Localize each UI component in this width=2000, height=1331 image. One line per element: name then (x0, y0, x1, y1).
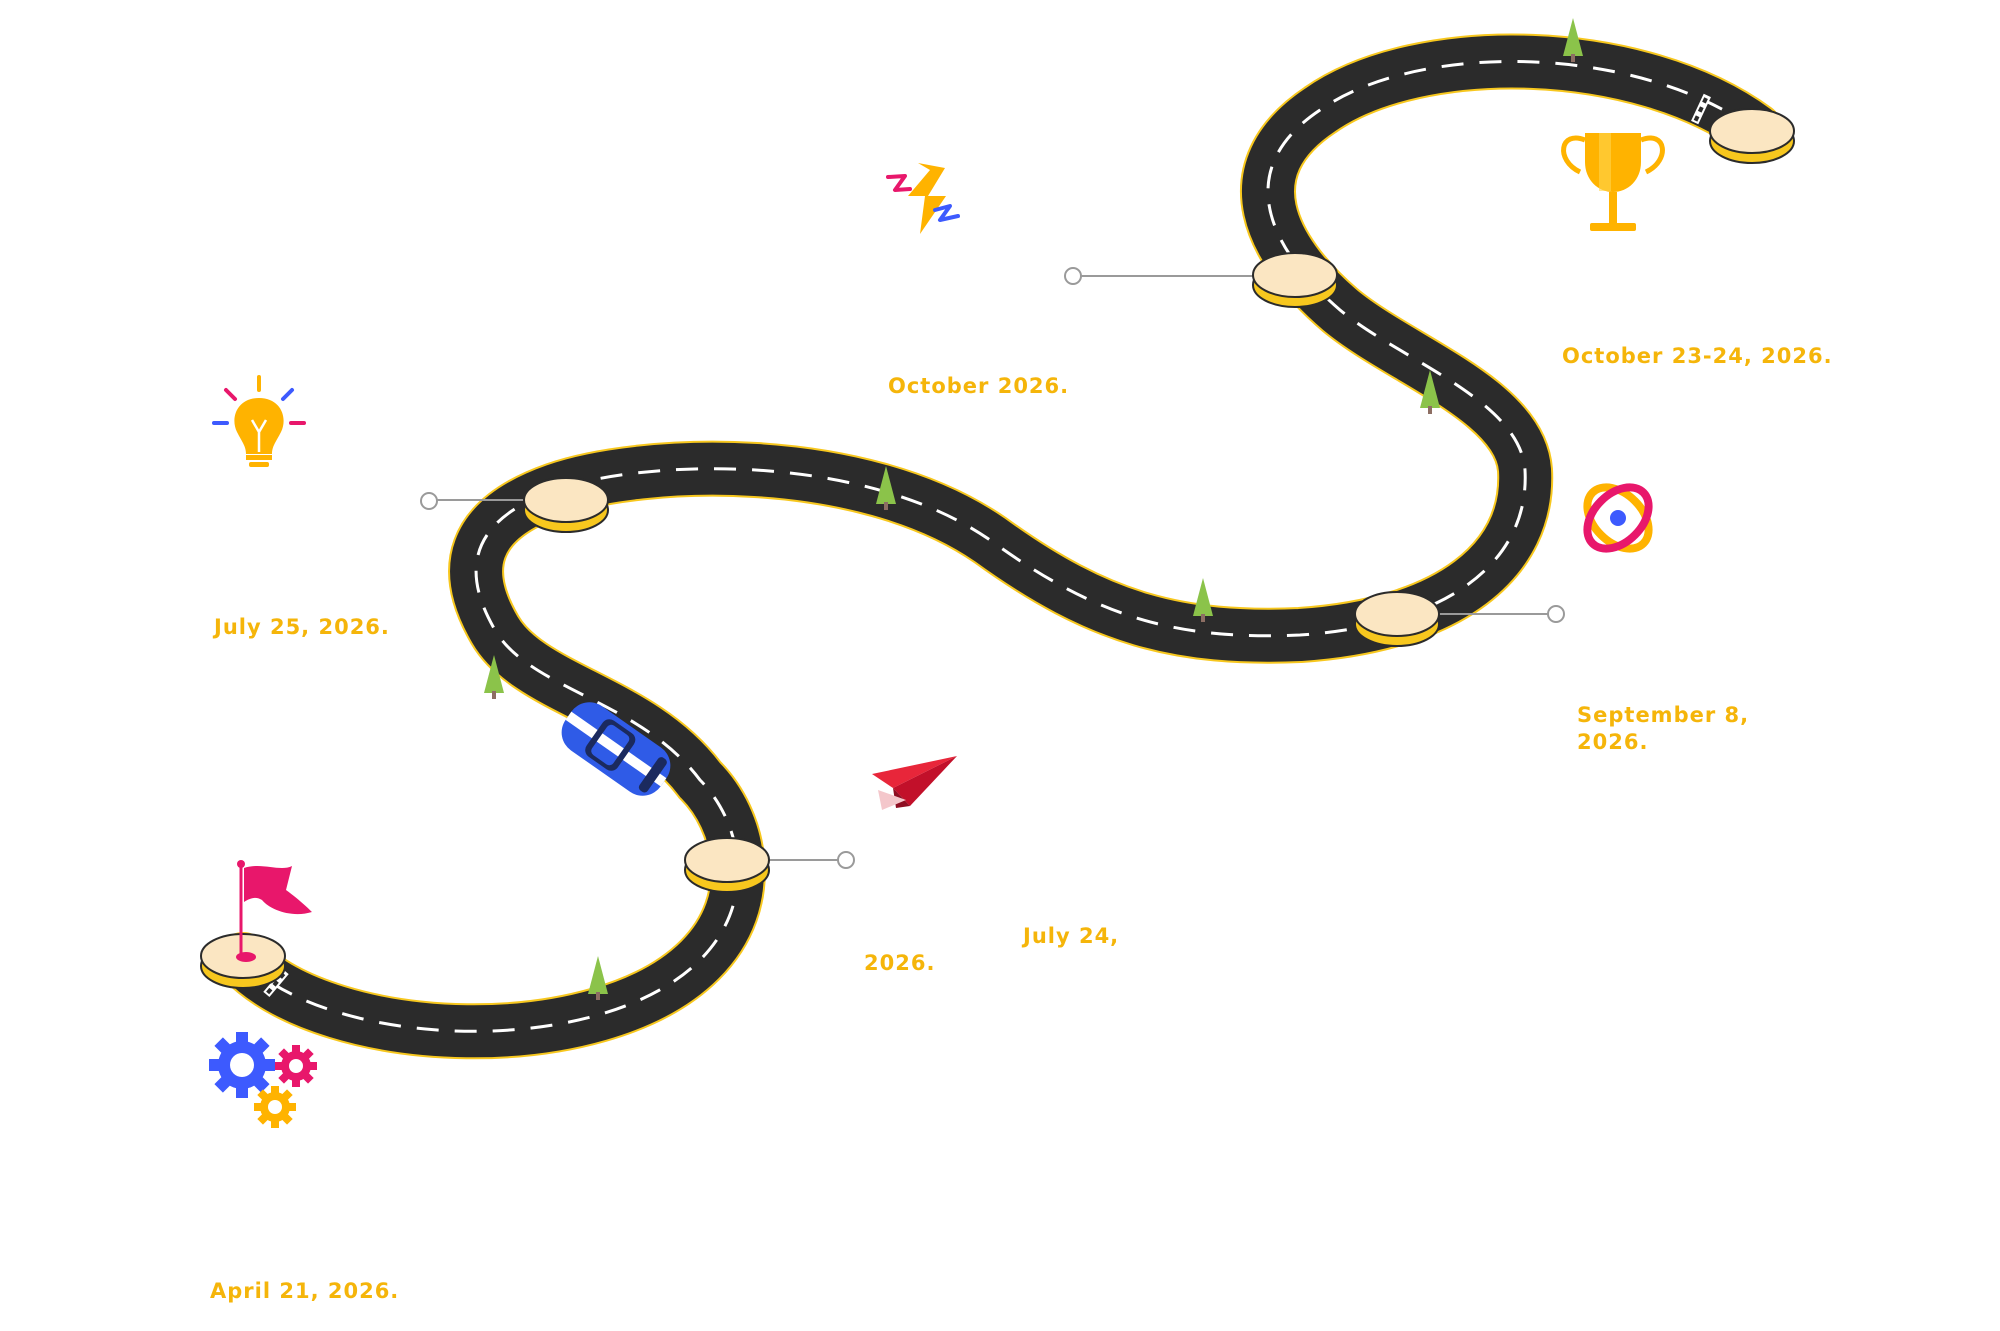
road (215, 33, 1783, 1060)
tree (484, 655, 504, 699)
milestone-date-1a: July 24, (1023, 923, 1119, 950)
date-line: April 21, 2026. (210, 1279, 400, 1303)
paper-plane-icon (872, 756, 957, 810)
milestone-disc-3 (1252, 252, 1338, 308)
date-line: July 24, (1023, 924, 1120, 948)
lightning-icon (886, 163, 960, 234)
date-line: October 2026. (888, 374, 1070, 398)
milestone-date-finish: October 23-24, 2026. (1562, 343, 1833, 370)
milestone-disc-4 (1354, 591, 1440, 647)
milestone-discs (200, 108, 1795, 989)
gears-icon (209, 1032, 317, 1128)
tree (1420, 370, 1440, 414)
milestone-date-3: October 2026. (888, 373, 1069, 400)
finish-line (1691, 93, 1711, 125)
date-line: October 23-24, 2026. (1562, 344, 1833, 368)
date-line: 2026. (1577, 730, 1649, 754)
tree (1563, 18, 1583, 62)
trees (484, 18, 1583, 1000)
milestone-date-2: July 25, 2026. (214, 614, 390, 641)
milestone-disc-finish (1709, 108, 1795, 164)
tree (588, 956, 608, 1000)
flag-icon (236, 860, 312, 962)
tree (1193, 578, 1213, 622)
atom-icon (1583, 483, 1653, 553)
car-icon (561, 702, 671, 796)
date-line: 2026. (864, 951, 936, 975)
lightbulb-icon (212, 375, 306, 467)
trophy-icon (1561, 133, 1665, 231)
date-line: July 25, 2026. (214, 615, 390, 639)
date-line: September 8, (1577, 703, 1750, 727)
milestone-date-1b: 2026. (864, 950, 935, 977)
milestone-date-start: April 21, 2026. (210, 1278, 399, 1305)
tree (876, 466, 896, 510)
connectors (420, 267, 1565, 869)
milestone-disc-2 (523, 477, 609, 533)
milestone-disc-1 (684, 837, 770, 893)
milestone-date-4: September 8, 2026. (1577, 702, 1749, 756)
